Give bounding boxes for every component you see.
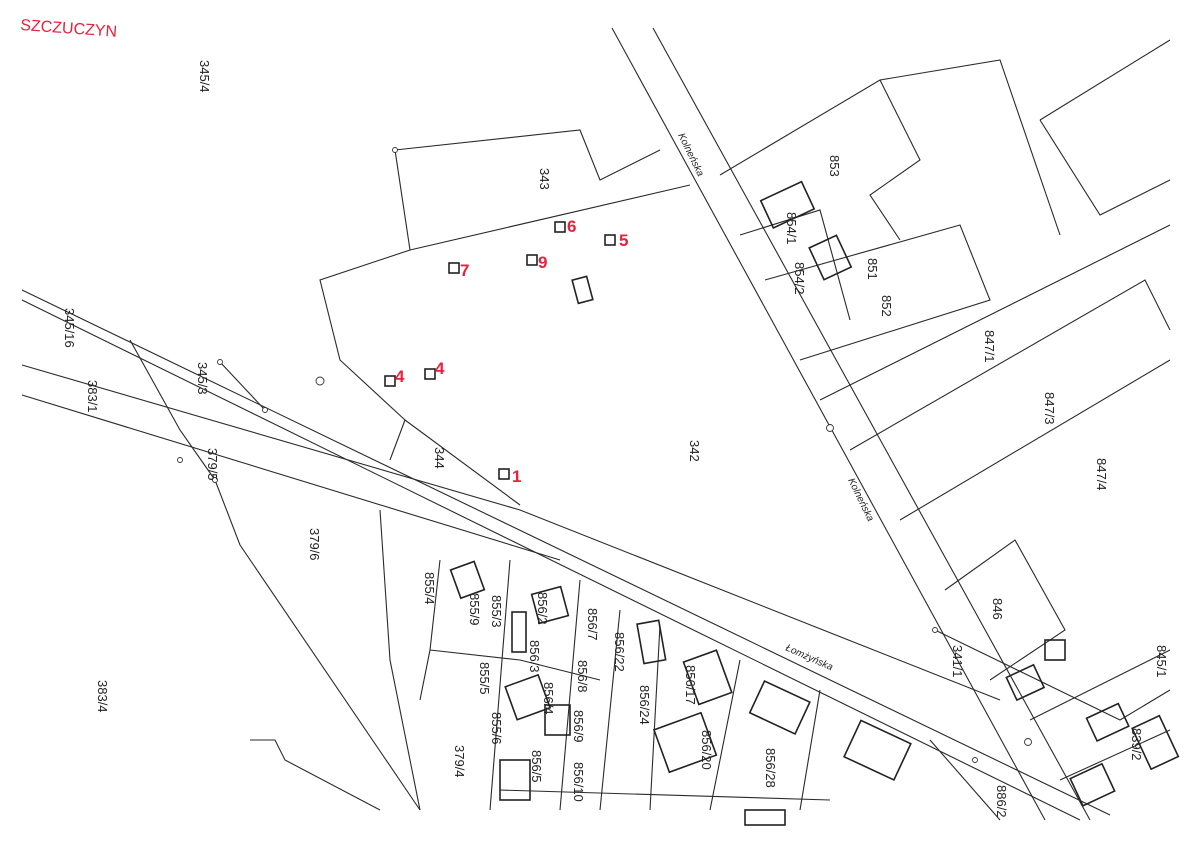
parcel-label: 854/2 xyxy=(792,262,807,295)
parcel-label: 341/1 xyxy=(950,645,965,678)
parcel-label: 383/1 xyxy=(85,380,100,413)
parcel-label: 855/5 xyxy=(477,662,492,695)
marker-label: 4 xyxy=(395,367,405,386)
parcel-label: 845/1 xyxy=(1154,645,1169,678)
parcel-label: 855/9 xyxy=(467,593,482,626)
buildings xyxy=(384,180,1180,826)
parcel-label: 379/5 xyxy=(205,448,220,481)
parcel-label: 856/20 xyxy=(699,730,714,770)
parcel-label: 854/1 xyxy=(784,212,799,245)
parcel-label: 856/4 xyxy=(541,682,556,715)
parcel-label: 856/9 xyxy=(571,710,586,743)
red-markers: 1 4 4 7 9 6 5 xyxy=(395,217,628,486)
parcel-label: 379/4 xyxy=(452,745,467,778)
parcel-label: 344 xyxy=(432,447,447,469)
parcel-label: 856/2 xyxy=(535,592,550,625)
parcel-label: 886/2 xyxy=(994,785,1009,818)
parcel-label: 379/6 xyxy=(307,528,322,561)
parcel-labels: 345/4 343 342 344 345/16 345/3 383/1 379… xyxy=(62,60,1169,818)
parcel-label: 847/4 xyxy=(1094,458,1109,491)
parcel-label: 345/16 xyxy=(62,308,77,348)
parcel-label: 847/3 xyxy=(1042,392,1057,425)
parcel-label: 853 xyxy=(827,155,842,177)
parcel-label: 345/3 xyxy=(195,362,210,395)
parcel-label: 852 xyxy=(879,295,894,317)
survey-points xyxy=(177,147,1032,763)
parcel-label: 343 xyxy=(537,168,552,190)
parcel-label: 855/3 xyxy=(489,595,504,628)
parcel-label: 345/4 xyxy=(197,60,212,93)
parcel-label: 847/1 xyxy=(982,330,997,363)
parcel-label: 856/24 xyxy=(637,685,652,725)
parcel-label: 855/4 xyxy=(422,572,437,605)
parcel-label: 856/22 xyxy=(612,632,627,672)
parcel-label: 846 xyxy=(990,598,1005,620)
parcel-label: 856/17 xyxy=(683,665,698,705)
parcel-label: 851 xyxy=(865,258,880,280)
parcel-label: 856/5 xyxy=(529,750,544,783)
parcel-label: 839/2 xyxy=(1129,728,1144,761)
marker-label: 4 xyxy=(435,359,445,378)
parcel-label: 856/28 xyxy=(763,748,778,788)
marker-label: 1 xyxy=(512,467,521,486)
parcel-label: 856/10 xyxy=(571,762,586,802)
parcel-label: 342 xyxy=(687,440,702,462)
marker-label: 9 xyxy=(538,253,547,272)
parcel-label: 383/4 xyxy=(95,680,110,713)
parcel-label: 856/8 xyxy=(575,660,590,693)
parcel-label: 856/7 xyxy=(585,608,600,641)
marker-label: 5 xyxy=(619,231,628,250)
street-label-lomzynska: Łomżyńska xyxy=(784,643,835,674)
marker-label: 6 xyxy=(567,217,576,236)
parcel-label: 855/6 xyxy=(489,712,504,745)
marker-label: 7 xyxy=(460,261,469,280)
map-title: SZCZUCZYN xyxy=(20,17,118,41)
parcel-boundaries xyxy=(21,27,1171,821)
parcel-label: 856/3 xyxy=(527,640,542,673)
